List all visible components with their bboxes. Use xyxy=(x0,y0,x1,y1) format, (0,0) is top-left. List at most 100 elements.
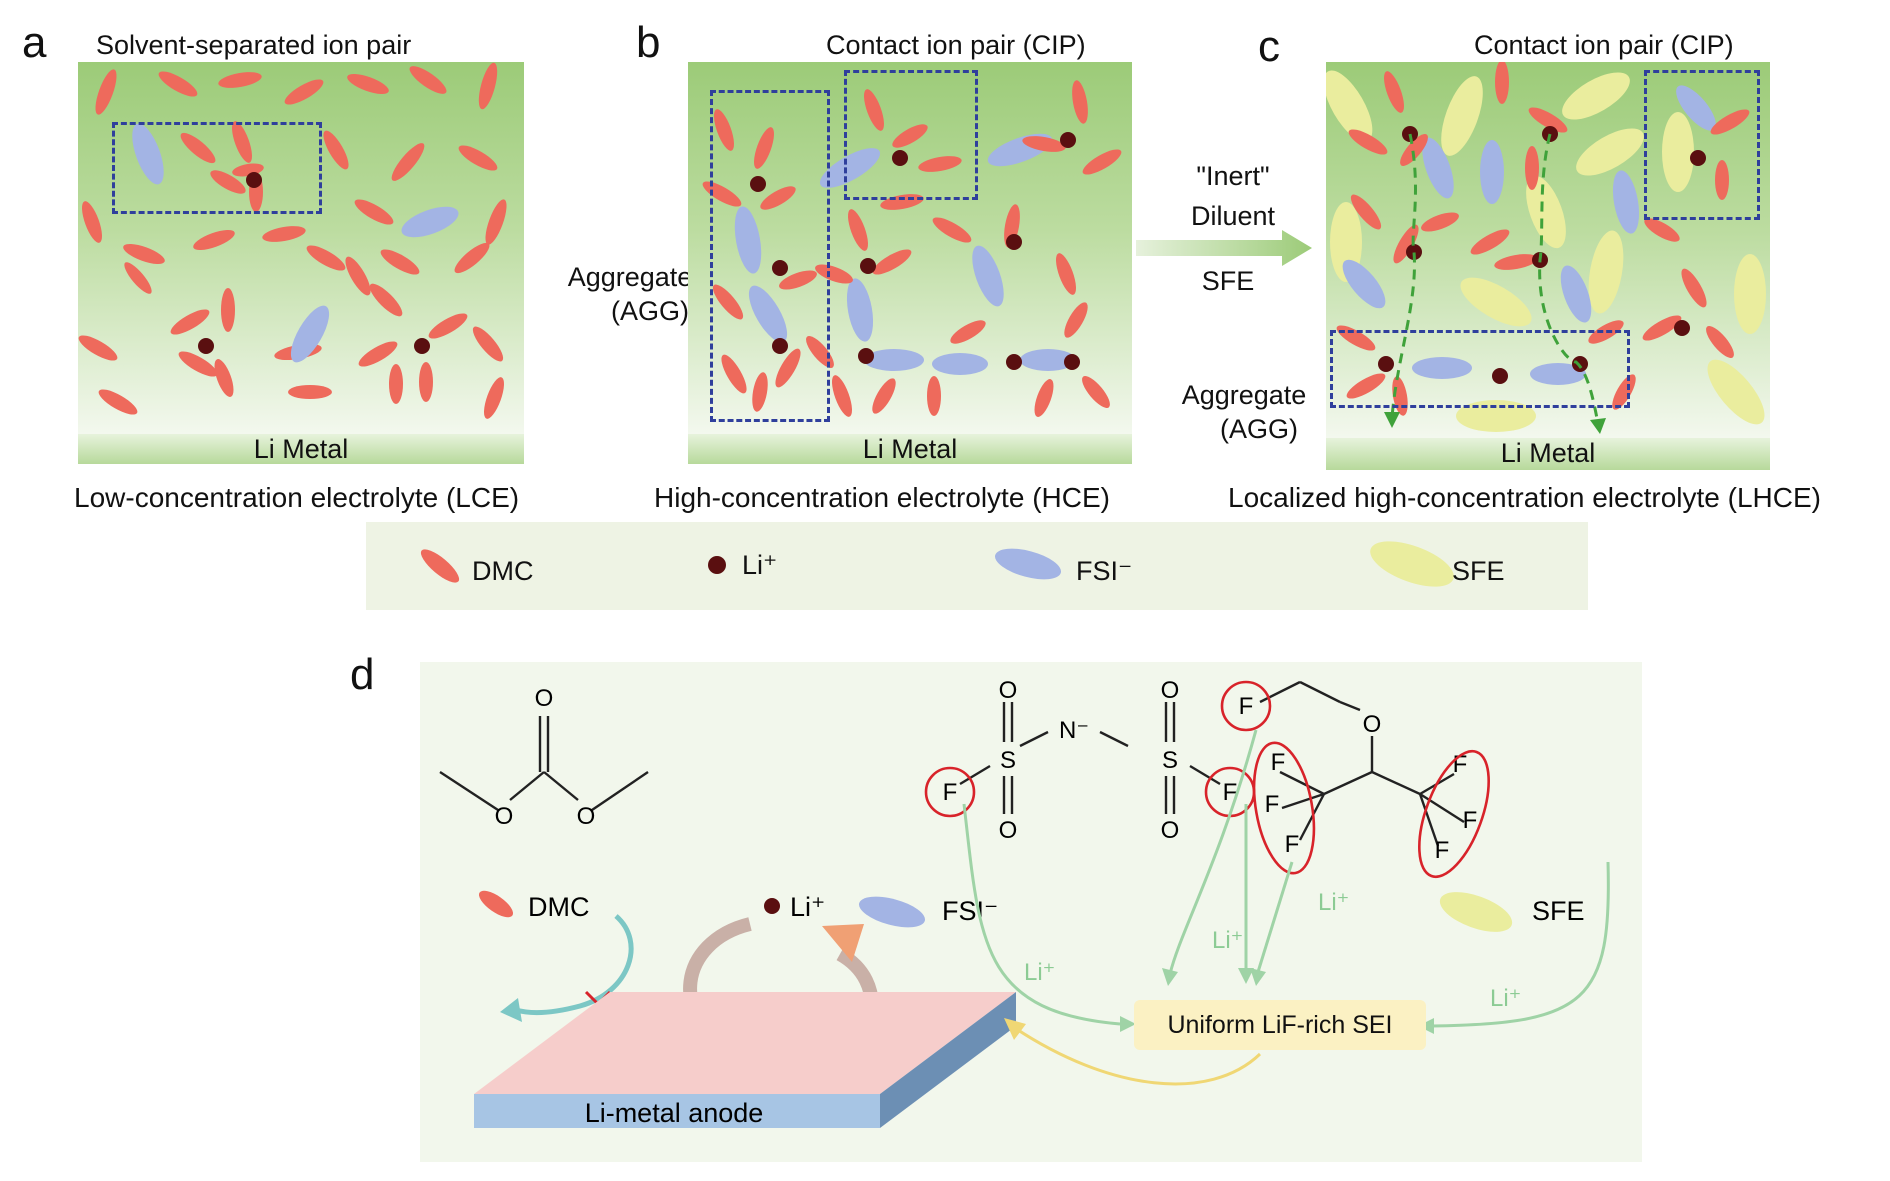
panel-d-scheme: O O O N⁻ S S O O O O F F xyxy=(439,677,1610,1128)
panel-c-cip-box xyxy=(1644,70,1760,220)
anode-front-face xyxy=(474,1094,880,1128)
fsi-atom-s-right: S xyxy=(1162,747,1178,774)
panel-a-molecules xyxy=(78,62,507,419)
fsi-atom-o-3: O xyxy=(1161,677,1180,704)
sfe-atom-f-top: F xyxy=(1239,693,1254,720)
legend-li-swatch xyxy=(708,556,726,574)
li-cycle-arrowhead-right xyxy=(822,924,864,962)
sei-to-anode-path xyxy=(1011,1024,1262,1086)
sfe-cf3-right-highlight xyxy=(1418,749,1490,879)
panel-b-box xyxy=(688,62,1132,434)
sfe-atom-f-l3: F xyxy=(1285,831,1300,858)
legend-sfe-swatch xyxy=(1370,541,1454,587)
panel-b-agg-label-2: (AGG) xyxy=(611,296,689,326)
fsi-atom-s-left: S xyxy=(1000,747,1016,774)
panel-b-metal: Li Metal xyxy=(688,434,1132,464)
anode-label: Li-metal anode xyxy=(585,1098,764,1128)
dmc-atom-o-left: O xyxy=(495,803,514,830)
legend: DMC Li⁺ FSI⁻ SFE xyxy=(366,522,1588,610)
panel-d-letter: d xyxy=(350,650,375,699)
panel-b-agg-label: Aggregate (AGG) xyxy=(556,260,704,328)
panel-a-title: Solvent-separated ion pair xyxy=(96,30,412,60)
panel-b-title: Contact ion pair (CIP) xyxy=(826,30,1086,60)
panel-c-box xyxy=(1326,62,1770,438)
legend-dmc-icon xyxy=(420,549,460,583)
panel-c-agg-label-1: Aggregate xyxy=(1181,380,1307,410)
fsi-atom-n: N⁻ xyxy=(1059,717,1089,744)
anode-top-face xyxy=(474,992,1016,1094)
sfe-f-top-highlight xyxy=(1220,680,1272,732)
diluent-arrow xyxy=(1136,230,1312,266)
sfe-label: SFE xyxy=(1532,896,1585,926)
dmc-atom-o-right: O xyxy=(577,803,596,830)
panel-a-letter: a xyxy=(22,18,47,67)
sfe-structure xyxy=(1259,680,1465,847)
li-icon xyxy=(764,898,780,914)
li-flux-arrowhead-3 xyxy=(1162,968,1178,986)
fsi-label: FSI⁻ xyxy=(942,896,998,926)
li-flux-label-3: Li⁺ xyxy=(1318,889,1349,916)
legend-li-icon xyxy=(708,556,726,574)
sfe-atom-o: O xyxy=(1363,711,1382,738)
li-flux-label-1: Li⁺ xyxy=(1024,959,1055,986)
li-flux-arrowhead-4 xyxy=(1250,968,1266,986)
li-flux-path-1 xyxy=(962,803,1121,1026)
li-flux-path-4 xyxy=(1256,861,1294,973)
li-flux-label-2: Li⁺ xyxy=(1212,927,1243,954)
li-flux-arrowhead-1 xyxy=(1120,1016,1136,1032)
li-flux-arrowhead-5 xyxy=(1418,1018,1434,1034)
panel-c-caption: Localized high-concentration electrolyte… xyxy=(1228,482,1821,513)
li-flux-path-5 xyxy=(1431,861,1610,1028)
fsi-structure xyxy=(959,702,1221,814)
panel-d-box: O O O N⁻ S S O O O O F F xyxy=(420,662,1642,1162)
dmc-blocked-path xyxy=(515,914,634,1016)
fsi-icon xyxy=(858,896,926,928)
li-flux-label-4: Li⁺ xyxy=(1490,985,1521,1012)
legend-fsi-label: FSI⁻ xyxy=(1076,556,1133,586)
panel-b-letter: b xyxy=(636,18,661,67)
sfe-atom-f-r2: F xyxy=(1463,807,1478,834)
legend-dmc-label: DMC xyxy=(472,556,534,586)
panel-b-cip-box xyxy=(844,70,978,200)
legend-fsi-icon xyxy=(994,548,1062,580)
panel-c-letter: c xyxy=(1258,22,1280,71)
panel-b-agg-label-1: Aggregate xyxy=(567,262,693,292)
fsi-atom-f-left: F xyxy=(943,779,958,806)
panel-a-box xyxy=(78,62,524,434)
fsi-atom-o-4: O xyxy=(1161,817,1180,844)
sei-box: Uniform LiF-rich SEI xyxy=(1134,1000,1426,1050)
sfe-cf3-left-highlight xyxy=(1252,741,1316,875)
fsi-atom-o-1: O xyxy=(999,677,1018,704)
panel-c-molecules xyxy=(1326,62,1766,434)
panel-a-ssip-box xyxy=(112,122,322,214)
panel-b-agg-box xyxy=(710,90,830,422)
dmc-label: DMC xyxy=(528,892,590,922)
fsi-atom-o-2: O xyxy=(999,817,1018,844)
legend-dmc-swatch xyxy=(420,549,460,583)
diluent-label-sfe: SFE xyxy=(1201,266,1255,296)
panel-b-molecules xyxy=(702,80,1122,417)
dmc-blocked-arrowhead xyxy=(500,998,522,1022)
panel-c-title: Contact ion pair (CIP) xyxy=(1474,30,1734,60)
panel-a-metal: Li Metal xyxy=(78,434,524,464)
li-flux-path-3 xyxy=(1168,729,1258,975)
panel-b-caption: High-concentration electrolyte (HCE) xyxy=(654,482,1110,513)
li-flux-arrowhead-2 xyxy=(1238,968,1254,984)
anode-side-face xyxy=(880,992,1016,1128)
dmc-icon xyxy=(478,890,514,918)
sfe-atom-f-l2: F xyxy=(1265,791,1280,818)
legend-sfe-icon xyxy=(1370,541,1454,587)
dmc-atom-o-top: O xyxy=(535,685,554,712)
sfe-atom-f-l1: F xyxy=(1271,749,1286,776)
sfe-icon xyxy=(1439,892,1513,932)
legend-sfe-label: SFE xyxy=(1452,556,1505,586)
li-label: Li⁺ xyxy=(790,892,825,922)
dmc-structure xyxy=(439,716,649,812)
diluent-label-2: Diluent xyxy=(1190,201,1276,231)
diluent-label-1: "Inert" xyxy=(1196,161,1270,191)
fsi-f-left-highlight xyxy=(924,766,976,818)
diluent-label: "Inert" Diluent xyxy=(1148,156,1318,236)
panel-c-agg-label-2: (AGG) xyxy=(1220,414,1298,444)
panel-c-agg-box xyxy=(1330,330,1630,408)
sfe-atom-f-r3: F xyxy=(1435,837,1450,864)
